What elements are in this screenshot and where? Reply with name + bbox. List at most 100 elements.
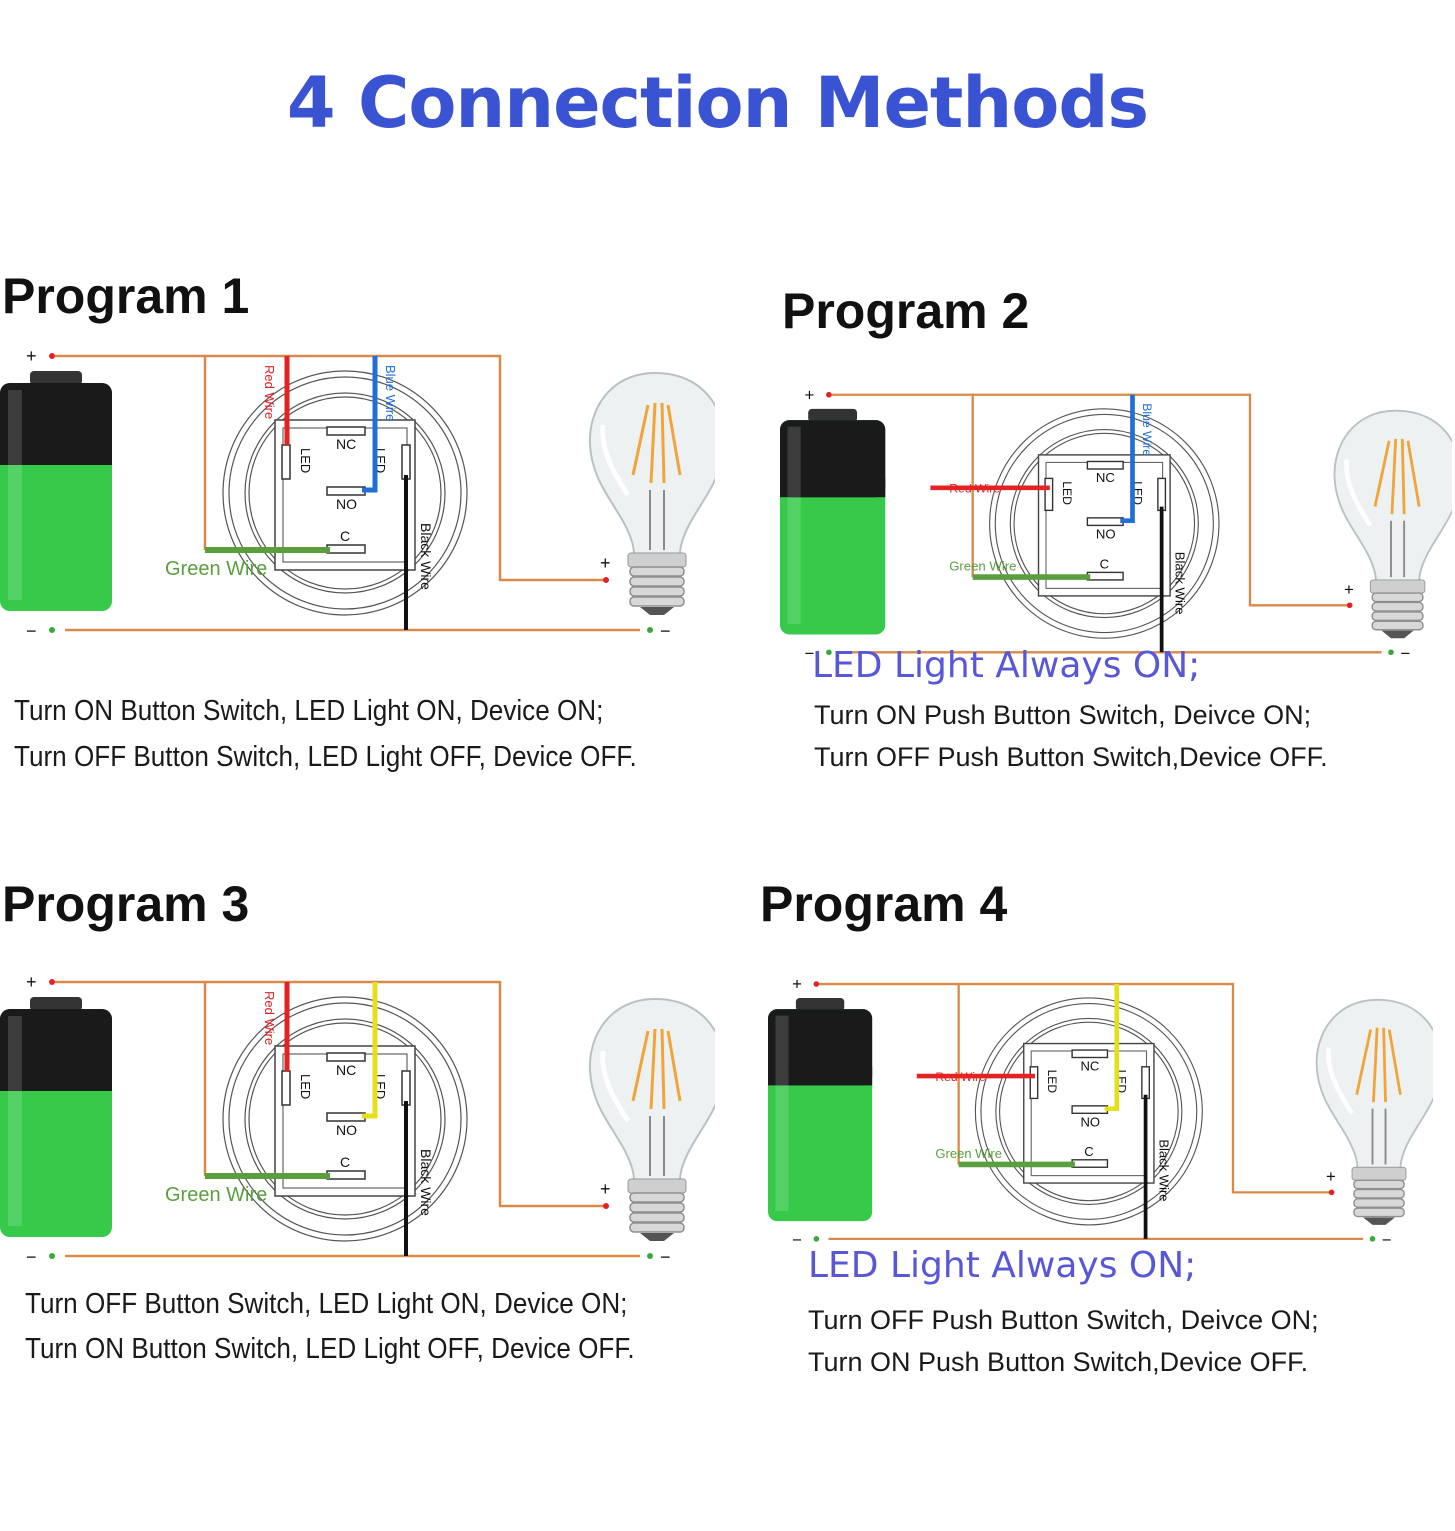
c-label: C [1100,557,1110,572]
lamp-plus-label: + [1326,1167,1336,1186]
battery-plus-label: + [804,385,814,404]
terminal-nc [1071,1049,1109,1059]
lamp-plus-dot [1328,1189,1335,1196]
lamp-minus-label: − [1400,644,1410,663]
red-wire-label: Red Wire [262,991,277,1045]
wiring-diagram: + − + − [0,346,715,641]
lamp-minus-label: − [660,621,671,641]
red-wire-label: Red Wire [935,1070,986,1084]
green-wire-label: Green Wire [935,1146,1002,1161]
caption-line-2: Turn OFF Push Button Switch,Device OFF. [814,742,1328,772]
led-always-on-caption: LED Light Always ON; [812,645,1201,686]
led-always-on-caption: LED Light Always ON; [808,1245,1197,1286]
terminal-nc [326,1052,366,1062]
led-label-left: LED [1060,481,1074,505]
program-panel-4: + − + − [760,876,1455,1513]
light-bulb-icon [1315,998,1433,1225]
terminal-no [326,1112,366,1122]
light-bulb-icon [588,371,715,615]
red-wire-label: Red Wire [262,365,277,419]
battery-minus-label: − [26,1247,37,1267]
nc-label: NC [1080,1059,1099,1074]
terminal-no [1086,517,1124,527]
lamp-plus-dot [603,577,609,583]
battery-plus-dot [826,391,832,398]
battery-icon [0,997,112,1237]
switch-to-lamp-wire [972,393,1352,607]
program-panel-2: + − + − [780,283,1455,920]
no-label: NO [1080,1114,1100,1129]
battery-minus-dot [49,627,55,633]
black-wire-label: Black Wire [418,523,434,590]
led-label-left: LED [298,1074,313,1099]
lamp-minus-dot [647,1253,653,1259]
switch-to-lamp-wire [205,354,608,582]
program-title: Program 4 [760,876,1008,932]
blue-wire-label: Blue Wire [383,365,398,421]
caption-line-1: Turn OFF Push Button Switch, Deivce ON; [808,1305,1319,1335]
battery-plus-label: + [792,975,802,994]
terminal-led-right [1157,477,1167,512]
blue-wire-label: Blue Wire [1140,403,1154,456]
lamp-plus-label: + [600,1179,611,1199]
battery-minus-label: − [804,644,814,663]
green-wire-label: Green Wire [165,1184,267,1206]
battery-plus-dot [49,353,55,359]
terminal-led-right [401,444,411,480]
battery-minus-dot [826,649,832,656]
battery-minus-dot [49,1253,55,1259]
caption-line-1: Turn ON Push Button Switch, Deivce ON; [814,700,1312,730]
lamp-plus-label: + [600,553,611,573]
battery-minus-dot [813,1236,820,1242]
lamp-plus-dot [603,1203,609,1209]
light-bulb-icon [588,997,715,1241]
top-contact-wire [1120,394,1135,524]
caption-line-1: Turn OFF Button Switch, LED Light ON, De… [25,1288,628,1320]
terminal-led-left [1029,1066,1039,1100]
lamp-minus-dot [1388,649,1394,656]
led-label-left: LED [1045,1070,1059,1094]
terminal-led-left [281,444,291,480]
lamp-plus-label: + [1344,580,1354,599]
terminal-led-right [1141,1066,1150,1100]
battery-icon [0,371,112,611]
program-title: Program 1 [2,268,250,324]
program-title: Program 2 [782,283,1030,339]
program-panel-1: + − + − [0,268,715,905]
wiring-diagram: + − + − [768,975,1433,1249]
terminal-c [1086,571,1124,581]
battery-plus-label: + [26,972,37,992]
program-title: Program 3 [2,876,250,932]
battery-icon [780,408,886,635]
program-panel-3: + − + − [0,876,715,1513]
black-wire-label: Black Wire [418,1149,434,1216]
c-label: C [340,528,350,544]
green-wire-label: Green Wire [949,559,1016,574]
no-label: NO [1096,527,1116,542]
terminal-led-left [1044,477,1054,512]
top-contact-wire [362,356,378,493]
lamp-minus-dot [647,627,653,633]
battery-plus-dot [813,981,820,987]
switch-to-lamp-wire [205,980,608,1208]
nc-label: NC [336,436,356,452]
caption-line-1: Turn ON Button Switch, LED Light ON, Dev… [14,695,604,727]
nc-label: NC [1096,470,1115,485]
terminal-led-left [281,1070,291,1106]
caption-line-2: Turn ON Push Button Switch,Device OFF. [808,1347,1309,1377]
battery-icon [768,997,873,1222]
c-label: C [1084,1144,1093,1159]
top-contact-wire [362,982,378,1119]
c-label: C [340,1154,350,1170]
top-contact-wire [1104,984,1120,1111]
lamp-plus-dot [1346,602,1353,609]
lamp-minus-label: − [660,1247,671,1267]
switch-to-lamp-wire [958,982,1334,1194]
terminal-no [326,486,366,496]
caption-line-2: Turn OFF Button Switch, LED Light OFF, D… [14,741,637,773]
green-wire-label: Green Wire [165,558,267,580]
terminal-led-right [401,1070,411,1106]
led-label-left: LED [298,448,313,473]
terminal-c [326,1170,366,1180]
battery-plus-label: + [26,346,37,366]
